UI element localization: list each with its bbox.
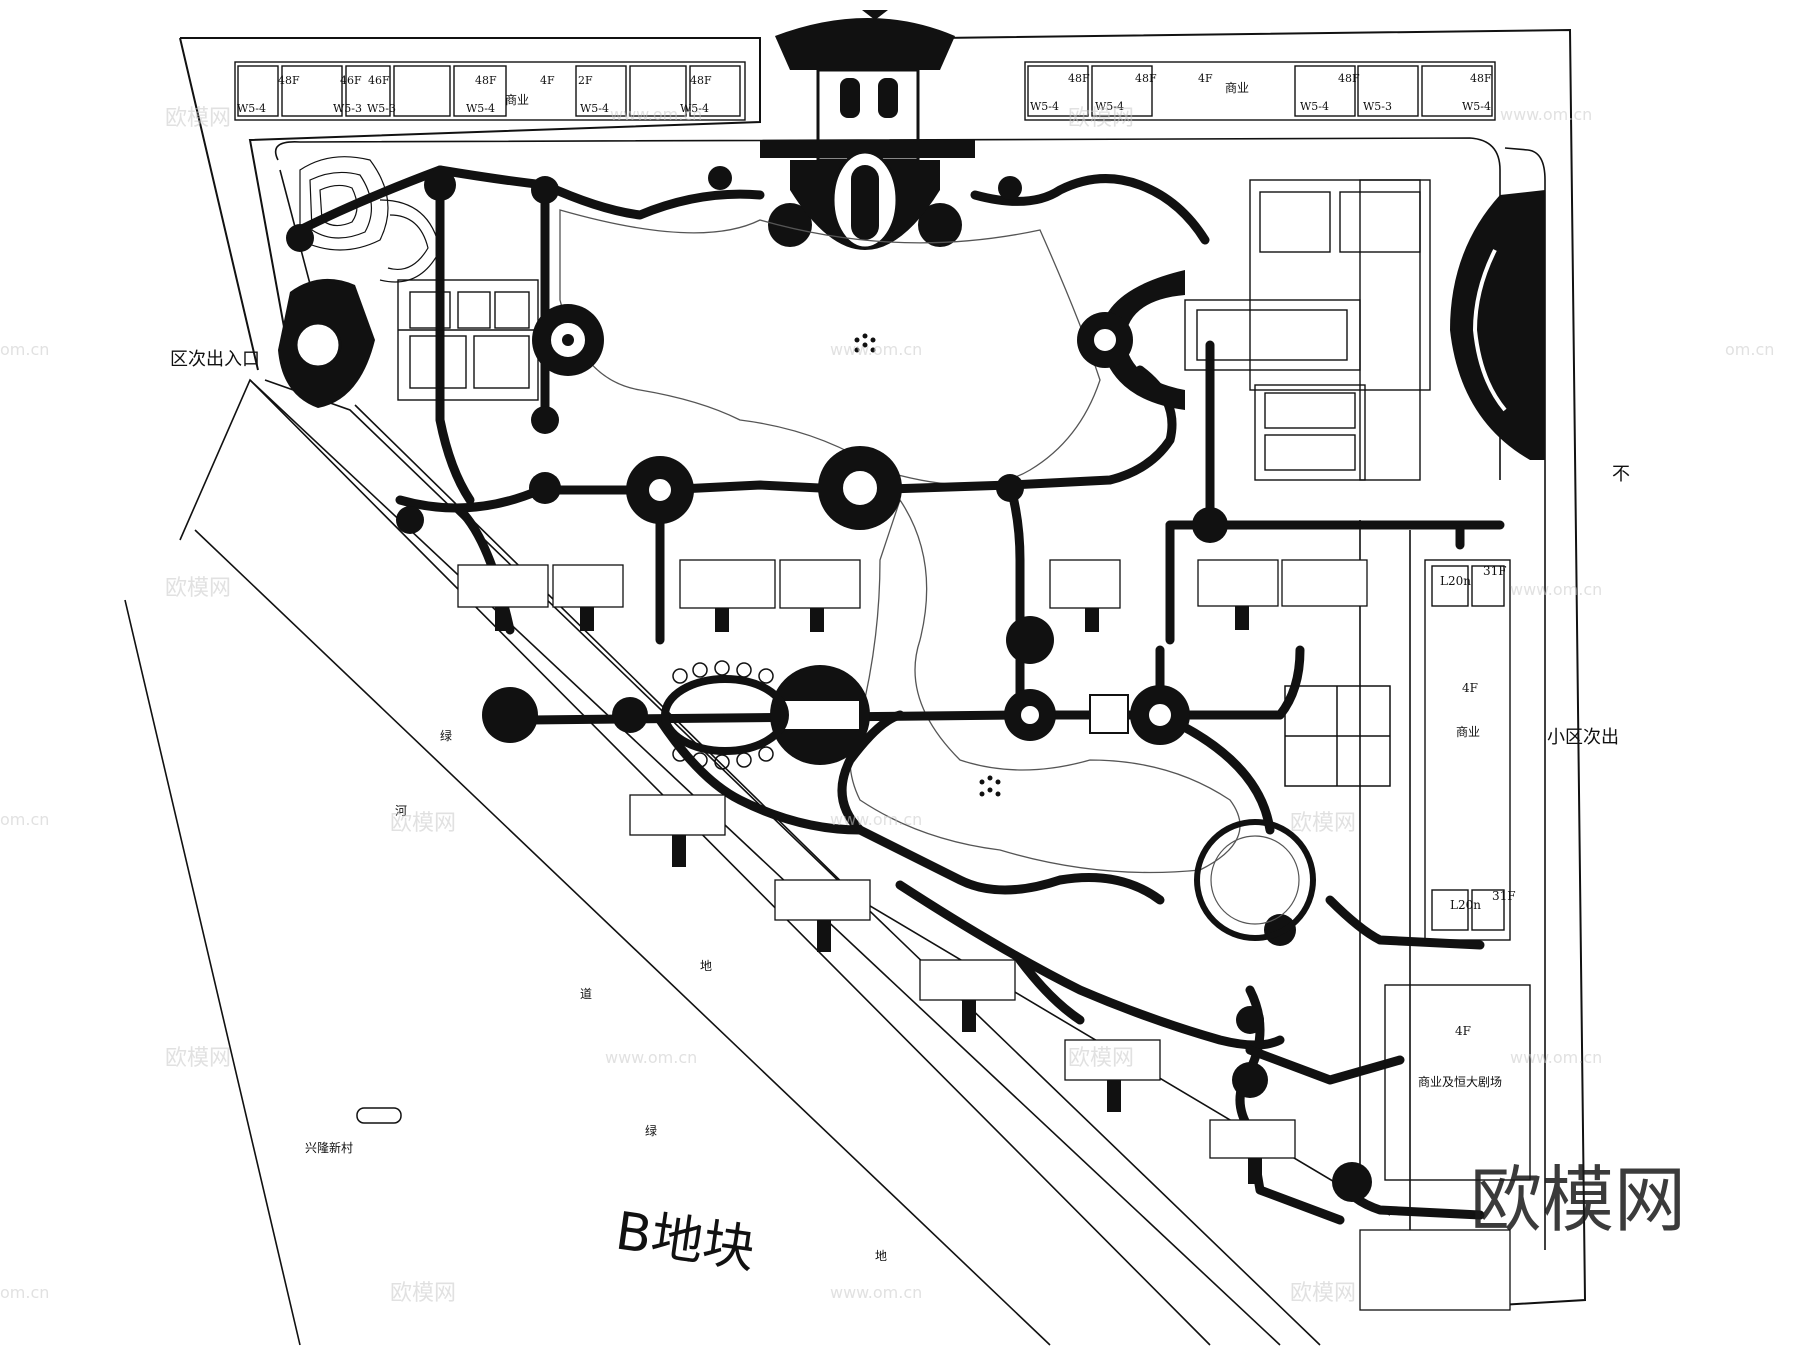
watermark-url-edge: om.cn xyxy=(0,340,49,359)
node-centers xyxy=(647,469,1173,734)
watermark-url-edge: om.cn xyxy=(0,810,49,829)
green-char-2: 河 xyxy=(395,804,407,818)
green-char-6: 地 xyxy=(875,1249,887,1263)
residential-towers xyxy=(457,559,1511,1311)
east-tower-top: L20n xyxy=(1440,574,1471,588)
watermark-url-edge: om.cn xyxy=(0,1283,49,1302)
west-entry-plaza xyxy=(278,224,375,408)
watermark-url: www.om.cn xyxy=(1510,1048,1602,1067)
watermark-brand: 欧模网 xyxy=(1290,811,1356,836)
entrance-left-label: 区次出入口 xyxy=(170,349,260,370)
clubhouse-nw xyxy=(397,279,539,401)
tr-type-5: W5-4 xyxy=(1462,100,1491,113)
tower-cores xyxy=(495,606,1262,1184)
watermark-brand: 欧模网 xyxy=(165,1046,231,1071)
watermark-logo: 欧模网 xyxy=(1470,1158,1686,1242)
watermark-brand: 欧模网 xyxy=(1068,1046,1134,1071)
green-char-3: 道 xyxy=(580,987,592,1001)
fountain-dots xyxy=(854,333,1001,797)
watermark-url: www.om.cn xyxy=(1500,105,1592,124)
tl-floor-3: 46F xyxy=(368,74,390,87)
tr-commerce: 商业 xyxy=(1225,80,1249,95)
watermark-url: www.om.cn xyxy=(830,1283,922,1302)
tl-floor-2: 46F xyxy=(340,74,362,87)
edge-character: 不 xyxy=(1612,464,1630,485)
east-gate-plaza xyxy=(1450,190,1545,460)
tl-type-3: W5-3 xyxy=(367,102,396,115)
watermark-brand: 欧模网 xyxy=(1068,106,1134,131)
watermark-url-edge: om.cn xyxy=(1725,340,1774,359)
tr-floor-5: 48F xyxy=(1470,72,1492,85)
entrance-right-label: 小区次出 xyxy=(1547,727,1619,748)
watermark-url: www.om.cn xyxy=(605,1048,697,1067)
tr-floor-1: 48F xyxy=(1068,72,1090,85)
watermarks: 欧模网 欧模网 欧模网 欧模网 欧模网 欧模网 欧模网 欧模网 欧模网 www.… xyxy=(0,105,1774,1306)
tl-type-4: W5-4 xyxy=(466,102,495,115)
green-char-1: 绿 xyxy=(440,728,452,743)
tl-floor-5: 4F xyxy=(540,74,555,87)
east-commerce-block xyxy=(1384,559,1531,1181)
top-left-commerce-block xyxy=(234,61,746,121)
tr-type-1: W5-4 xyxy=(1030,100,1059,113)
tl-type-5: W5-4 xyxy=(580,102,609,115)
green-char-4: 地 xyxy=(700,959,712,973)
tl-type-6: W5-4 xyxy=(680,102,709,115)
tr-floor-2: 48F xyxy=(1135,72,1157,85)
watermark-brand: 欧模网 xyxy=(1290,1281,1356,1306)
watermark-url: www.om.cn xyxy=(830,340,922,359)
east-tower-bottom: L20n xyxy=(1450,898,1481,912)
east-mid-use: 商业 xyxy=(1456,724,1480,739)
tl-commerce: 商业 xyxy=(505,92,529,107)
theater-use: 商业及恒大剧场 xyxy=(1418,1074,1502,1089)
village-label: 兴隆新村 xyxy=(305,1140,353,1155)
tl-floor-1: 48F xyxy=(278,74,300,87)
tl-floor-4: 48F xyxy=(475,74,497,87)
theater-floors: 4F xyxy=(1455,1024,1471,1038)
watermark-url: www.om.cn xyxy=(1510,580,1602,599)
block-label: B地块 xyxy=(612,1201,759,1280)
tr-floor-4: 48F xyxy=(1338,72,1360,85)
tl-floor-6: 2F xyxy=(578,74,593,87)
top-right-labels: 48F 48F 4F 48F 48F W5-4 W5-4 W5-4 W5-3 W… xyxy=(1030,72,1492,113)
watermark-brand: 欧模网 xyxy=(165,576,231,601)
watermark-url: www.om.cn xyxy=(610,105,702,124)
top-left-labels: 48F 46F 46F 48F 4F 2F 48F W5-4 W5-3 W5-3… xyxy=(237,74,712,115)
tl-floor-7: 48F xyxy=(690,74,712,87)
tennis-court xyxy=(1284,685,1391,787)
sports-club-ne xyxy=(1184,179,1431,481)
tr-type-2: W5-4 xyxy=(1095,100,1124,113)
tl-type-1: W5-4 xyxy=(237,102,266,115)
nw-round-plaza xyxy=(532,304,604,376)
round-water-plaza xyxy=(1194,819,1316,941)
east-tower-bottom-floors: 31F xyxy=(1492,889,1516,903)
top-right-commerce-block xyxy=(1024,61,1496,121)
northwest-hill-garden xyxy=(299,156,441,283)
tr-type-4: W5-3 xyxy=(1363,100,1392,113)
watermark-brand: 欧模网 xyxy=(390,811,456,836)
north-main-gate xyxy=(760,10,975,250)
site-boundary xyxy=(179,28,1587,1306)
tl-type-2: W5-3 xyxy=(333,102,362,115)
east-tower-top-floors: 31F xyxy=(1483,564,1507,578)
watermark-url: www.om.cn xyxy=(830,810,922,829)
tr-floor-3: 4F xyxy=(1198,72,1213,85)
watermark-brand: 欧模网 xyxy=(165,106,231,131)
oval-plaza xyxy=(661,660,789,770)
east-mid-floors: 4F xyxy=(1462,681,1478,695)
green-char-5: 绿 xyxy=(645,1123,657,1138)
east-block-labels: L20n 31F 4F 商业 L20n 31F 4F 商业及恒大剧场 xyxy=(1418,564,1516,1089)
clubhouse-arc xyxy=(1077,270,1185,410)
tr-type-3: W5-4 xyxy=(1300,100,1329,113)
watermark-brand: 欧模网 xyxy=(390,1281,456,1306)
parking-capsule-icon xyxy=(356,1107,402,1124)
